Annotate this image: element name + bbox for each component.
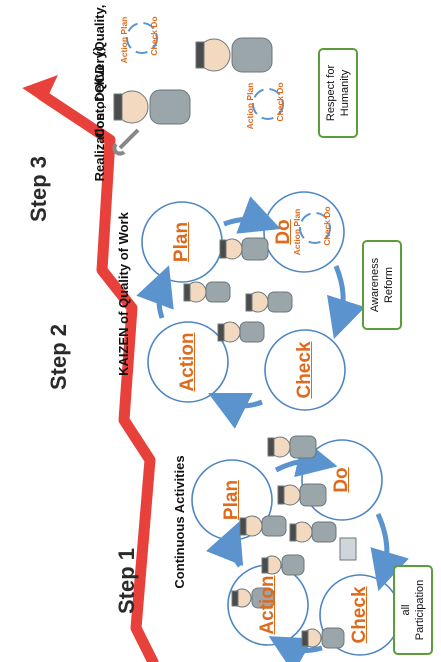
mini-action-plan-2: Action Plan <box>292 209 302 256</box>
mini-cycle-top-left: Action Plan Check Do <box>119 16 159 63</box>
step2-plan-label: Plan <box>171 221 192 263</box>
step3-label: Step 3 <box>26 155 51 223</box>
worker-icon <box>113 89 191 125</box>
worker-icon <box>289 521 337 543</box>
worker-icon <box>261 554 305 576</box>
laptop-icon <box>339 537 357 561</box>
step2-do-label: Do <box>273 219 294 245</box>
mini-check-do-2: Check Do <box>322 206 332 245</box>
step1-do-label: Do <box>331 467 352 493</box>
step2-label: Step 2 <box>46 323 71 391</box>
step2-cycle <box>136 191 366 429</box>
awareness-line1: Awareness <box>369 257 381 313</box>
all-participation-line1: all <box>400 604 412 616</box>
step2-check-circle <box>264 329 346 411</box>
worker-icon <box>267 435 317 459</box>
all-participation-line2: Participation <box>414 579 426 641</box>
mini-action-plan-1: Action Plan <box>119 17 129 64</box>
progress-arrow <box>22 74 159 662</box>
mini-check-do-1: Check Do <box>149 16 159 55</box>
worker-icon <box>195 37 273 73</box>
step2-check-label: Check <box>294 341 315 399</box>
step2-action-circle <box>147 321 229 403</box>
kaizen-caption: KAIZEN of Quality of Work <box>116 212 131 376</box>
step1-check-label: Check <box>349 586 370 644</box>
worker-icon <box>239 515 287 537</box>
worker-figures <box>112 37 357 649</box>
step2-action-label: Action <box>177 332 198 392</box>
mini-cycle-top-right: Action Plan Check Do <box>245 82 285 129</box>
worker-icon <box>219 237 269 261</box>
worker-icon <box>301 627 345 649</box>
step1-plan-label: Plan <box>221 479 242 521</box>
respect-line2: Humanity <box>339 69 351 117</box>
awareness-line2: Reform <box>383 266 395 304</box>
mini-cycle-step2: Action Plan Check Do <box>292 206 332 255</box>
respect-line1: Respect for <box>325 64 337 122</box>
worker-icon <box>277 483 327 507</box>
continuous-activities-caption: Continuous Activities <box>172 455 187 589</box>
qcd-caption-line2: Cost, Delivery） <box>92 38 107 138</box>
worker-icon <box>217 321 265 343</box>
mini-action-plan-3: Action Plan <box>245 83 255 130</box>
wrench-icon <box>112 128 140 156</box>
worker-icon <box>231 587 275 609</box>
worker-icon <box>183 281 231 303</box>
step1-action-label: Action <box>257 575 278 635</box>
step1-label: Step 1 <box>114 547 139 615</box>
worker-icon <box>245 291 293 313</box>
mini-check-do-3: Check Do <box>275 82 285 121</box>
